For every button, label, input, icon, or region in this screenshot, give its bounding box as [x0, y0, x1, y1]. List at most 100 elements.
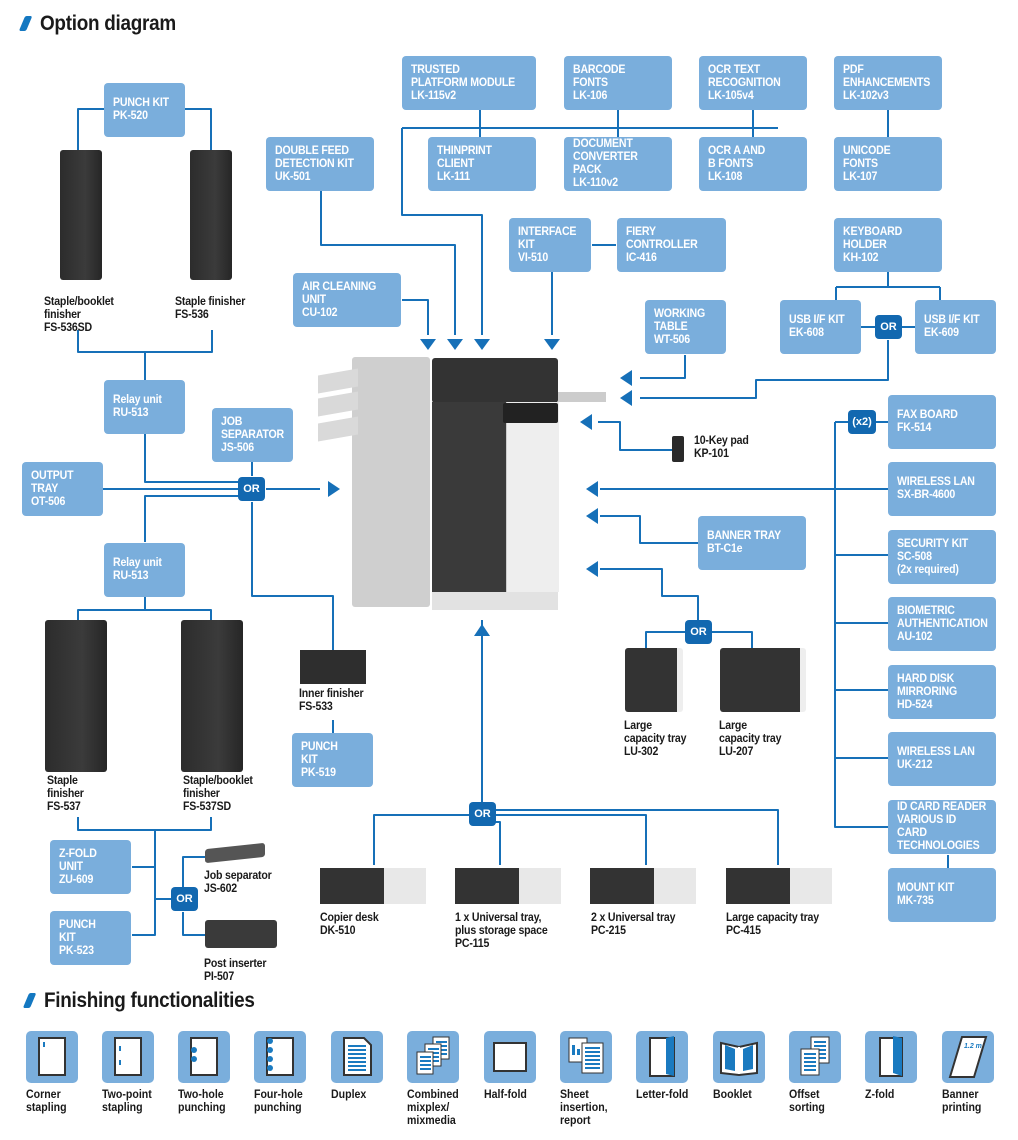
finishing-item: 1.2 m Banner printing — [942, 1031, 994, 1115]
printer-control-panel — [503, 403, 558, 423]
z-fold-icon — [865, 1031, 917, 1083]
keyboard-holder-box[interactable]: KEYBOARD HOLDER KH-102 — [834, 218, 942, 272]
or-badge-trays: OR — [469, 802, 496, 826]
finishing-item: Two-hole punching — [178, 1031, 230, 1115]
unicode-fonts-box[interactable]: UNICODE FONTS LK-107 — [834, 137, 942, 191]
finishing-label: Two-point stapling — [102, 1089, 152, 1114]
z-fold-unit-box[interactable]: Z-FOLD UNIT ZU-609 — [50, 840, 131, 894]
pc215-illustration — [590, 868, 696, 904]
mixplex-icon — [407, 1031, 459, 1083]
booklet-icon — [713, 1031, 765, 1083]
lu302-label: Large capacity tray LU-302 — [624, 720, 687, 758]
finishing-item: Z-fold — [865, 1031, 917, 1102]
fs536sd-label: Staple/booklet finisher FS-536SD — [44, 296, 114, 334]
duplex-icon — [331, 1031, 383, 1083]
banner-printing-icon: 1.2 m — [942, 1031, 994, 1083]
or-badge-lu: OR — [685, 620, 712, 644]
security-kit-box[interactable]: SECURITY KIT SC-508 (2x required) — [888, 530, 996, 584]
lu302-illustration — [625, 648, 683, 712]
letter-fold-icon — [636, 1031, 688, 1083]
or-badge-usb: OR — [875, 315, 902, 339]
finishing-heading: Finishing functionalities — [22, 989, 255, 1013]
pi507-label: Post inserter PI-507 — [204, 958, 267, 983]
punch-kit-pk520-box[interactable]: PUNCH KIT PK-520 — [104, 83, 185, 137]
thinprint-client-box[interactable]: THINPRINT CLIENT LK-111 — [428, 137, 536, 191]
lu207-label: Large capacity tray LU-207 — [719, 720, 782, 758]
pi507-illustration — [205, 920, 277, 948]
sheet-insertion-icon — [560, 1031, 612, 1083]
finishing-item: Offset sorting — [789, 1031, 841, 1115]
working-table-illustration — [558, 392, 606, 402]
dk510-illustration — [320, 868, 426, 904]
fs537-label: Staple finisher FS-537 — [47, 775, 84, 813]
finishing-item: Corner stapling — [26, 1031, 78, 1115]
finishing-label: Banner printing — [942, 1089, 982, 1114]
working-table-box[interactable]: WORKING TABLE WT-506 — [645, 300, 726, 354]
output-tray-box[interactable]: OUTPUT TRAY OT-506 — [22, 462, 103, 516]
finishing-label: Z-fold — [865, 1089, 895, 1101]
finishing-label: Corner stapling — [26, 1089, 67, 1114]
finishing-item: Sheet insertion, report — [560, 1031, 612, 1128]
printer-scanner — [432, 358, 558, 403]
trusted-platform-module-box[interactable]: TRUSTED PLATFORM MODULE LK-115v2 — [402, 56, 536, 110]
finishing-item: Two-point stapling — [102, 1031, 154, 1115]
keypad-label: 10-Key pad KP-101 — [694, 435, 749, 460]
fs536-illustration — [190, 150, 232, 280]
half-fold-icon — [484, 1031, 536, 1083]
finishing-label: Offset sorting — [789, 1089, 825, 1114]
finishing-label: Four-hole punching — [254, 1089, 303, 1114]
relay-unit-top-box[interactable]: Relay unit RU-513 — [104, 380, 185, 434]
document-converter-box[interactable]: DOCUMENT CONVERTER PACK LK-110v2 — [564, 137, 672, 191]
air-cleaning-unit-box[interactable]: AIR CLEANING UNIT CU-102 — [293, 273, 401, 327]
mount-kit-box[interactable]: MOUNT KIT MK-735 — [888, 868, 996, 922]
pdf-enhancements-box[interactable]: PDF ENHANCEMENTS LK-102v3 — [834, 56, 942, 110]
usb-kit-ek608-box[interactable]: USB I/F KIT EK-608 — [780, 300, 861, 354]
fax-board-box[interactable]: FAX BOARD FK-514 — [888, 395, 996, 449]
fs537sd-label: Staple/booklet finisher FS-537SD — [183, 775, 253, 813]
option-diagram-heading: Option diagram — [18, 12, 176, 36]
job-separator-js506-box[interactable]: JOB SEPARATOR JS-506 — [212, 408, 293, 462]
wireless-lan-sx-box[interactable]: WIRELESS LAN SX-BR-4600 — [888, 462, 996, 516]
two-hole-punching-icon — [178, 1031, 230, 1083]
fs536-label: Staple finisher FS-536 — [175, 296, 246, 321]
ocr-text-recognition-box[interactable]: OCR TEXT RECOGNITION LK-105v4 — [699, 56, 807, 110]
or-badge-inserter: OR — [171, 887, 198, 911]
wireless-lan-uk-box[interactable]: WIRELESS LAN UK-212 — [888, 732, 996, 786]
pc415-label: Large capacity tray PC-415 — [726, 912, 819, 937]
id-card-reader-box[interactable]: ID CARD READER VARIOUS ID CARD TECHNOLOG… — [888, 800, 996, 854]
x2-badge: (x2) — [848, 410, 876, 434]
interface-kit-box[interactable]: INTERFACE KIT VI-510 — [509, 218, 591, 272]
punch-kit-pk519-box[interactable]: PUNCH KIT PK-519 — [292, 733, 373, 787]
pc115-label: 1 x Universal tray, plus storage space P… — [455, 912, 548, 950]
punch-kit-pk523-box[interactable]: PUNCH KIT PK-523 — [50, 911, 131, 965]
fs537-illustration — [45, 620, 107, 772]
usb-kit-ek609-box[interactable]: USB I/F KIT EK-609 — [915, 300, 996, 354]
ocr-ab-fonts-box[interactable]: OCR A AND B FONTS LK-108 — [699, 137, 807, 191]
double-feed-detection-box[interactable]: DOUBLE FEED DETECTION KIT UK-501 — [266, 137, 374, 191]
finishing-item: Duplex — [331, 1031, 383, 1102]
finishing-label: Two-hole punching — [178, 1089, 226, 1114]
fs537sd-illustration — [181, 620, 243, 772]
printer-front-panel — [506, 402, 559, 592]
offset-sorting-icon — [789, 1031, 841, 1083]
finishing-label: Letter-fold — [636, 1089, 689, 1101]
biometric-auth-box[interactable]: BIOMETRIC AUTHENTICATION AU-102 — [888, 597, 996, 651]
finishing-label: Sheet insertion, report — [560, 1089, 608, 1127]
finishing-item: Combined mixplex/ mixmedia — [407, 1031, 459, 1128]
pc215-label: 2 x Universal tray PC-215 — [591, 912, 676, 937]
dk510-label: Copier desk DK-510 — [320, 912, 379, 937]
relay-unit-bottom-box[interactable]: Relay unit RU-513 — [104, 543, 185, 597]
banner-tray-box[interactable]: BANNER TRAY BT-C1e — [698, 516, 806, 570]
pc115-illustration — [455, 868, 561, 904]
fiery-controller-box[interactable]: FIERY CONTROLLER IC-416 — [617, 218, 726, 272]
barcode-fonts-box[interactable]: BARCODE FONTS LK-106 — [564, 56, 672, 110]
corner-stapling-icon — [26, 1031, 78, 1083]
fs533-label: Inner finisher FS-533 — [299, 688, 364, 713]
hdd-mirroring-box[interactable]: HARD DISK MIRRORING HD-524 — [888, 665, 996, 719]
finishing-label: Booklet — [713, 1089, 752, 1101]
finishing-item: Half-fold — [484, 1031, 536, 1102]
or-badge-output: OR — [238, 477, 265, 501]
js602-label: Job separator JS-602 — [204, 870, 272, 895]
pc415-illustration — [726, 868, 832, 904]
